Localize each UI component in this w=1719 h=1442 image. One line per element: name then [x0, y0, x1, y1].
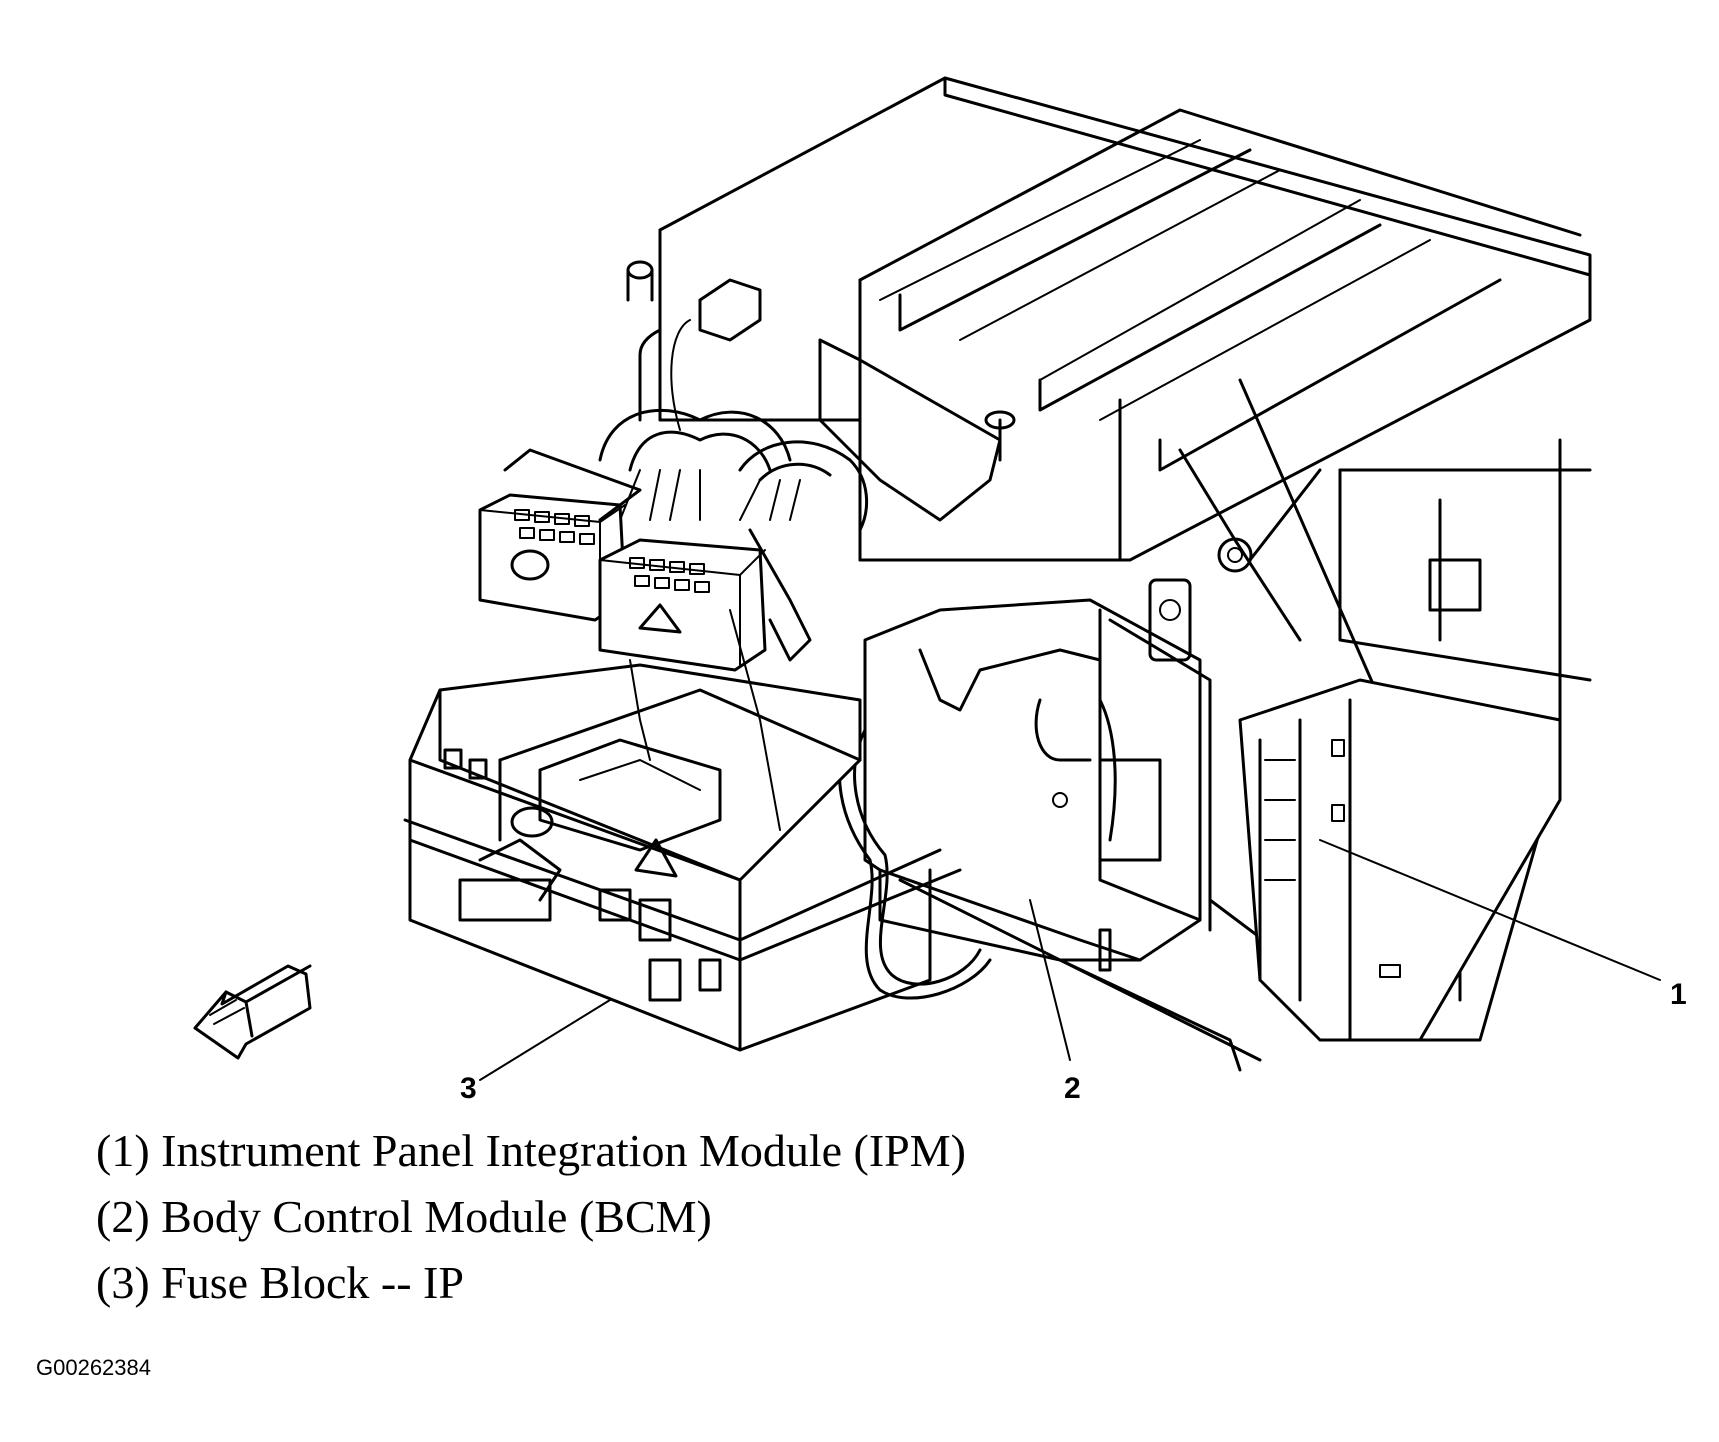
ipm-module: [1238, 678, 1562, 1042]
legend-item-bcm: (2) Body Control Module (BCM): [96, 1191, 712, 1242]
wiring-harness: [478, 408, 992, 1000]
leader-line-1: [1319, 839, 1661, 981]
bcm-module: [863, 578, 1262, 1072]
leader-lines: [479, 839, 1661, 1081]
hvac-housing: [626, 76, 1592, 1042]
fuse-block: [403, 609, 962, 1052]
leader-line-3: [479, 999, 611, 1081]
callout-2: 2: [1064, 1072, 1081, 1105]
legend-item-fuse-block: (3) Fuse Block -- IP: [96, 1257, 464, 1308]
callout-3: 3: [460, 1072, 477, 1105]
callout-1: 1: [1670, 978, 1687, 1011]
legend: (1) Instrument Panel Integration Module …: [96, 1128, 966, 1326]
front-of-vehicle-arrow-icon: [193, 964, 312, 1060]
figure-id: G00262384: [36, 1355, 151, 1380]
legend-item-ipm: (1) Instrument Panel Integration Module …: [96, 1125, 966, 1176]
leader-line-2: [1029, 899, 1071, 1061]
